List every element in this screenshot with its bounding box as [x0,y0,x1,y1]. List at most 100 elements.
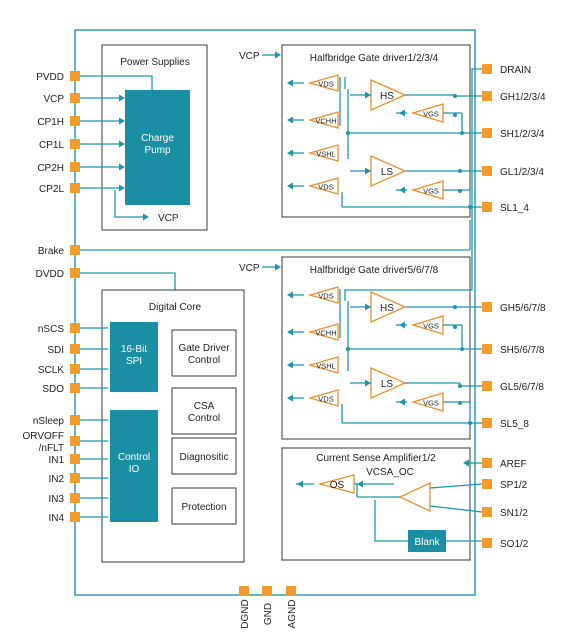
arrowhead [287,79,293,87]
pin-label-10: SCLK [38,365,64,376]
pin-label-4: CP2H [37,163,64,174]
digital-block-2 [171,437,237,475]
pin-so12 [482,538,492,548]
pin-gh1234 [482,91,492,101]
driver-hs-label-hb1: HS [380,91,394,102]
pin-label-12: nSleep [33,416,65,427]
csa-vcsa-label: VCSA_OC [366,467,414,478]
arrowhead [365,379,371,387]
text-line: Control [118,452,150,463]
arrowhead [399,109,405,117]
halfbridge-title-hb1: Halfbridge Gate driver1/2/3/4 [310,53,439,64]
pin-label-2: CP1H [37,117,64,128]
arrowhead [365,167,371,175]
arrowhead [119,117,125,125]
pin-sclk [70,364,80,374]
pin-label-right-0: DRAIN [500,65,531,76]
junction-dot [346,131,350,135]
digital-block-0 [171,329,237,377]
arrowhead [365,91,371,99]
vcp-out-wire [114,190,143,218]
junction-dot [346,347,350,351]
pin-nscs [70,323,80,333]
blank-block [408,530,446,552]
pin-in2 [70,473,80,483]
halfbridge-title-hb2: Halfbridge Gate driver5/6/7/8 [310,265,439,276]
amp-label-vds-ls-hb2: VDS [318,395,333,404]
junction-dot [458,169,462,173]
arrowhead [275,51,281,59]
amp-vgs2-label-hb1: VGS [423,187,439,196]
pin-label-right-3: GL1/2/3/4 [500,167,544,178]
text-line: Control [188,413,220,424]
pin-sl14 [482,202,492,212]
pin-sdo [70,383,80,393]
pin-label-7: DVDD [36,269,64,280]
halfbridge-vcp-label-hb1: VCP [239,51,260,62]
arrowhead [399,321,405,329]
driver-hs-label-hb2: HS [380,303,394,314]
arrowhead [287,291,293,299]
spi-block [110,322,158,392]
pin-cp1h [70,116,80,126]
pin-cp2l [70,183,80,193]
csa-amplifier [398,481,431,513]
arrowhead [119,94,125,102]
amp-vshl-hb1 [307,144,339,162]
junction-dot [453,325,457,329]
digital-block-3 [171,487,237,525]
pin-label-15: IN2 [48,474,64,485]
digital-block-1 [171,387,237,435]
pin-label-right-7: GL5/6/7/8 [500,382,544,393]
pin-aref [482,458,492,468]
arrowhead [143,213,149,221]
sn-wire [429,505,483,513]
pin-label-right-4: SL1_4 [500,203,529,214]
pin-in1 [70,454,80,464]
pin-label-bottom-0: DGND [240,599,251,628]
chip-outline [74,29,476,596]
pin-label-right-8: SL5_8 [500,419,529,430]
halfbridge-box-hb2 [281,256,471,440]
amp-vgs2-label-hb2: VGS [423,399,439,408]
amp-label-vds-hs-hb1: VDS [318,80,333,89]
drain-wire [345,68,482,291]
digital-core-title: Digital Core [149,302,202,313]
pin-sl58 [482,418,492,428]
csa-os-label: OS [330,480,345,491]
junction-dot [453,113,457,117]
pin-dgnd [239,586,249,596]
junction-dot [453,305,457,309]
amp-label-vshl-hb2: VSHL [316,362,336,371]
pin-label-8: nSCS [38,324,64,335]
pin-label-5: CP2L [39,184,64,195]
text-line: CSA [194,401,215,412]
wire [374,500,408,542]
arrowhead [365,303,371,311]
junction-dot [458,189,462,193]
arrowhead [287,116,293,124]
pin-gl5678 [482,381,492,391]
junction-dot [453,94,457,98]
pin-sh1234 [482,128,492,138]
pin-pvdd [70,71,80,81]
arrowhead [119,140,125,148]
pin-cp1l [70,139,80,149]
arrowhead [119,163,125,171]
power-supplies-title: Power Supplies [120,57,189,68]
amp-label-vshl-hb1: VSHL [316,150,336,159]
pin-gh5678 [482,302,492,312]
arrowhead [463,459,469,467]
arrowhead [297,480,303,488]
pin-label-right-9: AREF [500,459,527,470]
arrowhead [399,186,405,194]
amp-vds-ls-hb1 [307,177,339,195]
text-line: Control [188,355,220,366]
pin-label-1: VCP [43,94,64,105]
amp-vchh-hb1 [307,111,339,129]
halfbridge-box-hb1 [281,44,471,218]
sp-wire [429,483,483,489]
amp-vshl-hb2 [307,356,339,374]
